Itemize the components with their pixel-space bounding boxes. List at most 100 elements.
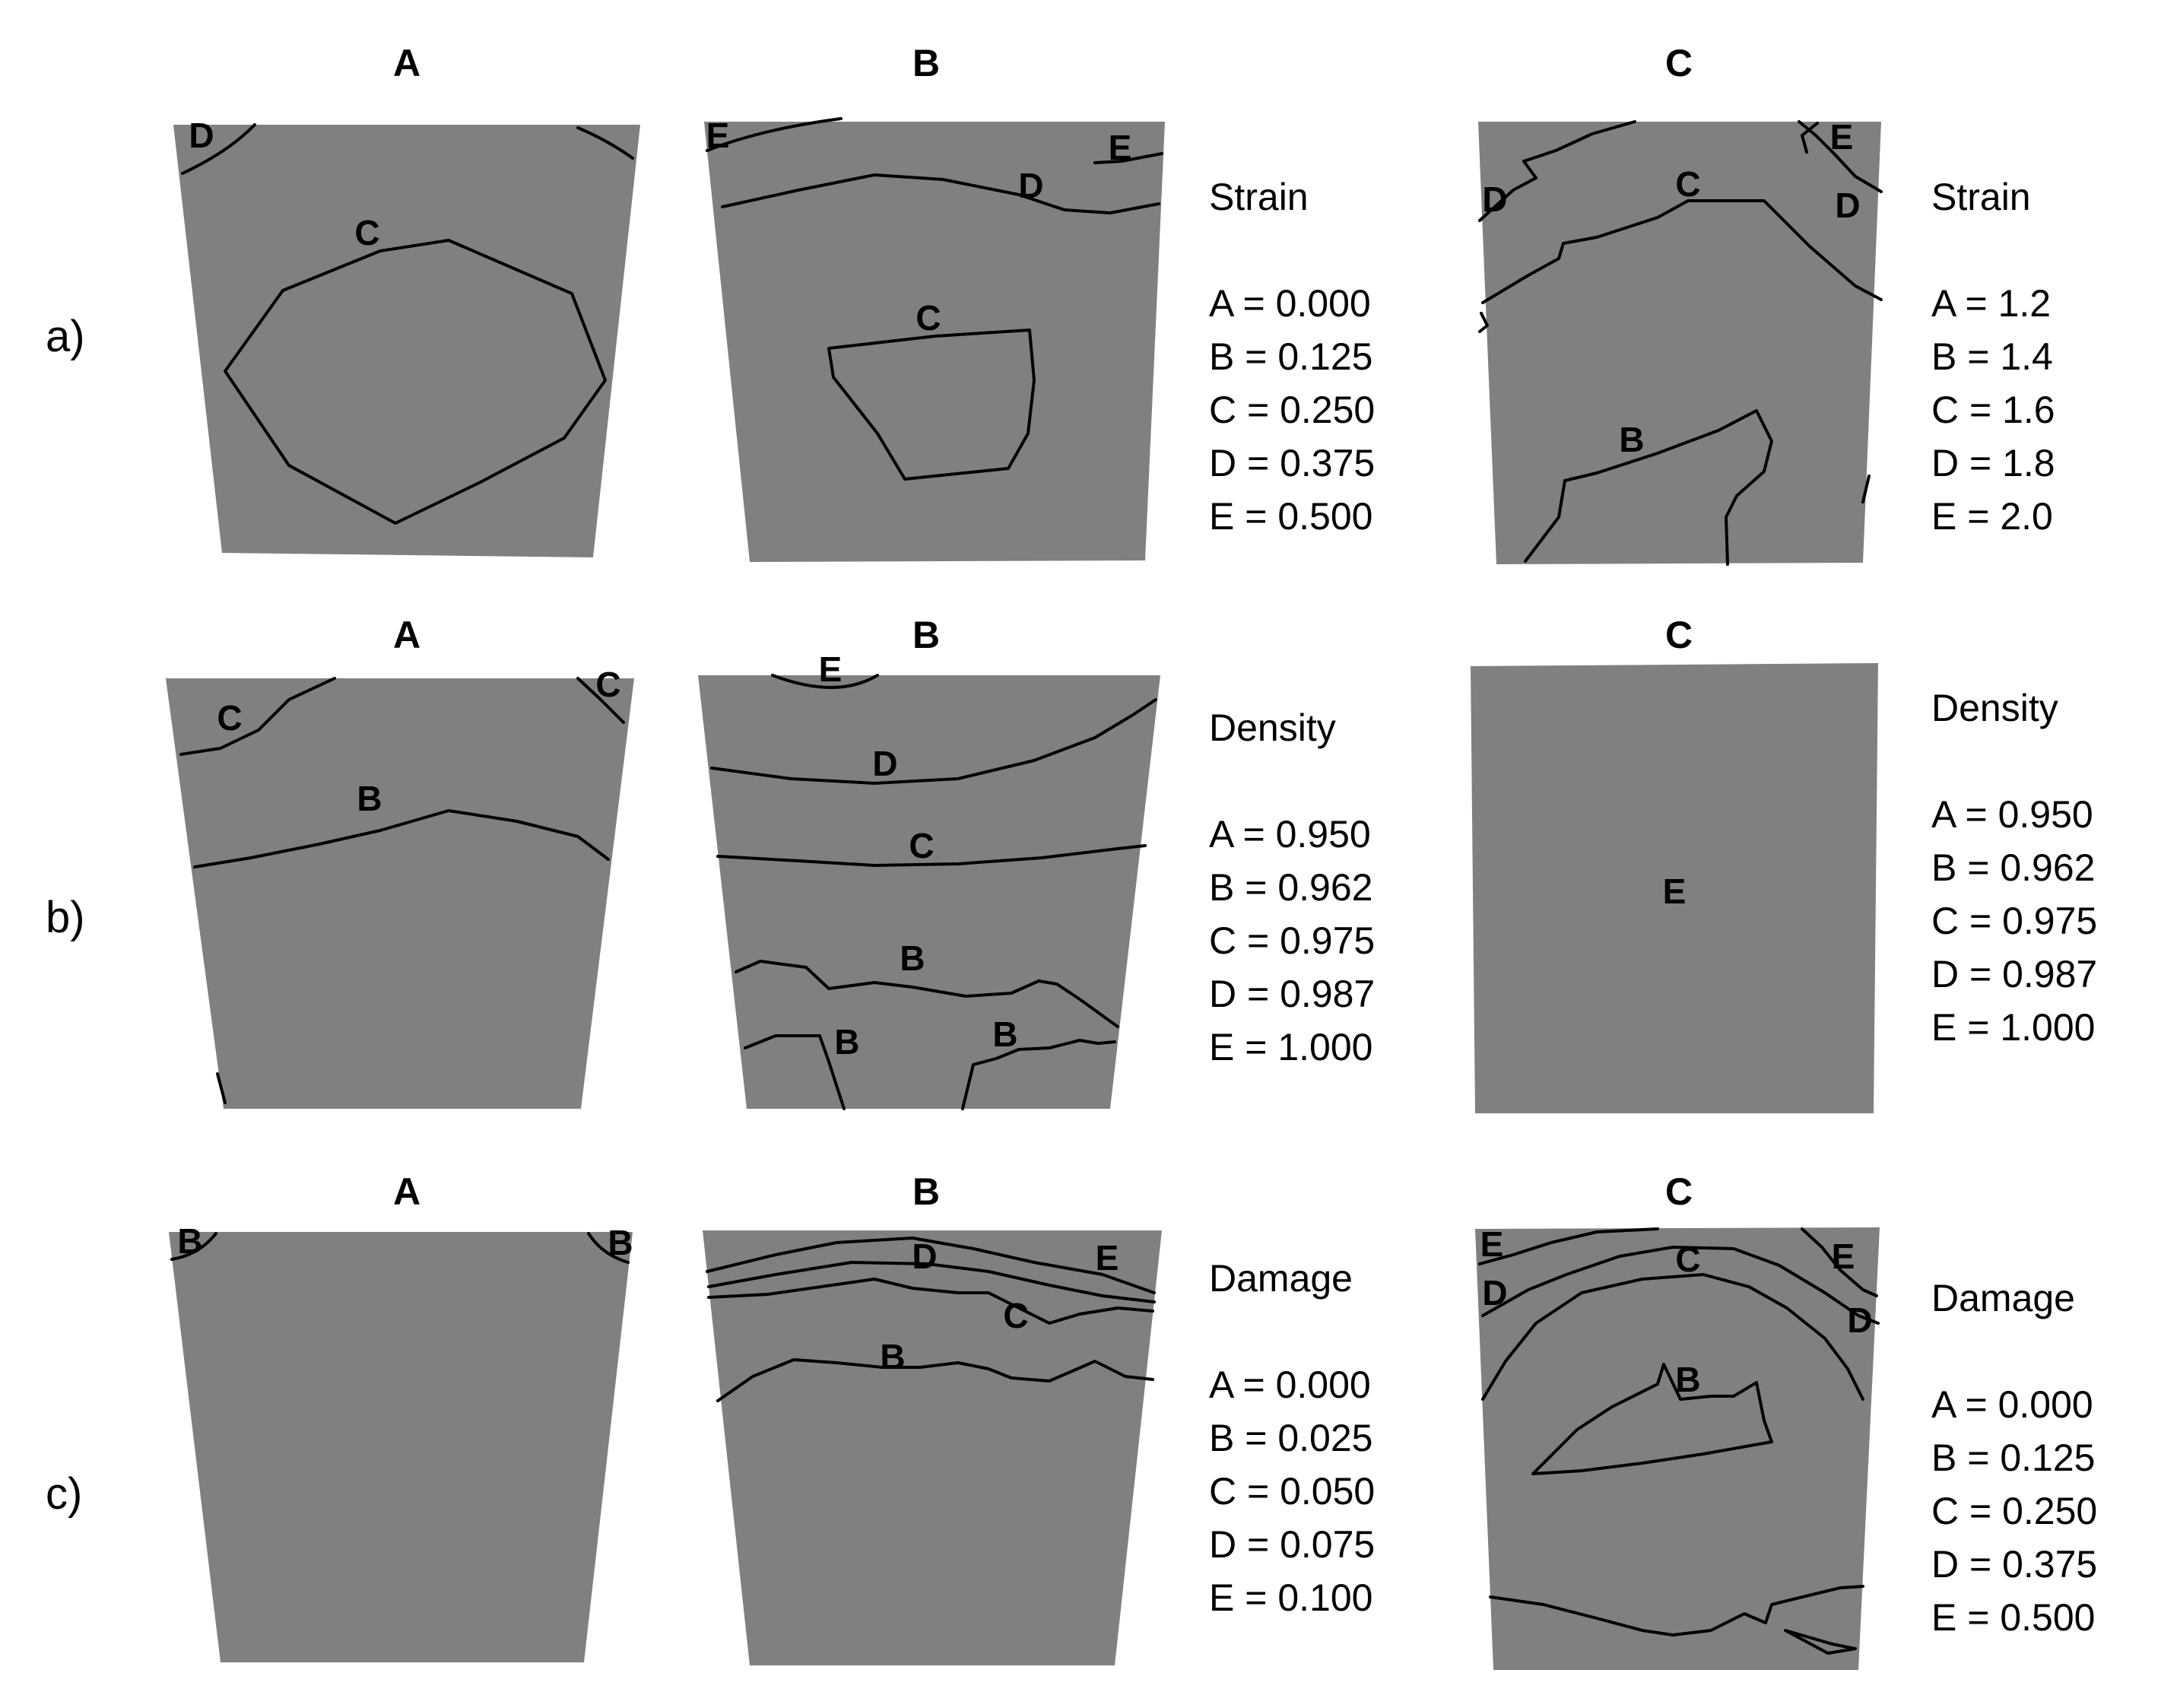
specimen-shape — [1475, 1227, 1880, 1670]
column-head-c3: C — [1665, 1170, 1693, 1213]
contour-label: B — [357, 779, 382, 818]
contour-label: C — [354, 213, 379, 252]
contour-line — [1801, 122, 1819, 154]
contour-line — [1531, 1363, 1773, 1475]
legend-entry: A = 0.000 — [1931, 1383, 2093, 1426]
contour-label: E — [819, 649, 843, 689]
legend-entry: A = 1.2 — [1931, 282, 2051, 325]
contour-line — [216, 1072, 227, 1104]
legend-entry: C = 0.050 — [1209, 1470, 1375, 1513]
contour-label: E — [1663, 871, 1687, 911]
contour-line — [181, 123, 256, 175]
panel-b-C: D E C B — [703, 1230, 1162, 1665]
panel-c-C: E D C E D B — [1475, 1224, 1880, 1670]
contour-line — [1861, 475, 1871, 503]
contour-label: C — [217, 698, 242, 738]
legend-title: Density — [1209, 706, 1336, 749]
contour-line — [587, 1232, 630, 1264]
legend-entry: B = 0.962 — [1931, 846, 2095, 889]
legend-strain-2: Strain A = 1.2 B = 1.4 C = 1.6 D = 1.8 E… — [1931, 176, 2055, 538]
legend-entry: E = 0.500 — [1209, 495, 1372, 538]
legend-entry: B = 0.125 — [1931, 1437, 2095, 1479]
legend-damage-1: Damage A = 0.000 B = 0.025 C = 0.050 D =… — [1209, 1257, 1375, 1619]
panel-a-A: D C — [173, 116, 640, 557]
specimen-shape — [703, 1230, 1162, 1665]
contour-line — [721, 173, 1160, 214]
contour-label: D — [1482, 1273, 1507, 1313]
legend-entry: B = 0.962 — [1209, 866, 1372, 909]
legend-entry: D = 1.8 — [1931, 442, 2055, 484]
legend-entry: E = 1.000 — [1931, 1006, 2095, 1049]
row-c: A B C c) B B D E C B Damage A = 0.000 — [46, 1170, 2097, 1670]
legend-entry: C = 0.975 — [1931, 900, 2097, 942]
legend-density-2: Density A = 0.950 B = 0.962 C = 0.975 D … — [1931, 687, 2097, 1049]
contour-line — [1478, 312, 1489, 333]
contour-line — [710, 698, 1157, 785]
contour-label: E — [1096, 1238, 1119, 1278]
legend-entry: D = 0.375 — [1209, 442, 1375, 484]
contour-label: D — [1847, 1300, 1872, 1340]
contour-line — [744, 1034, 846, 1110]
contour-line — [707, 1278, 1154, 1325]
contour-label: C — [1003, 1296, 1028, 1335]
contour-line — [1801, 1227, 1878, 1297]
contour-line — [707, 1261, 1156, 1303]
panel-a-C: B B — [169, 1221, 633, 1662]
contour-line — [1524, 409, 1773, 566]
legend-entry: B = 0.125 — [1209, 335, 1372, 378]
contour-line — [1478, 1227, 1659, 1265]
panel-b-A: E E D C — [704, 116, 1165, 562]
column-head-b1: B — [912, 42, 940, 84]
contour-line — [716, 1358, 1154, 1402]
panel-b-B: E D C B B B — [698, 649, 1160, 1110]
contour-label: E — [1830, 117, 1854, 157]
contour-line — [1093, 152, 1163, 164]
column-head-b2: B — [912, 614, 940, 656]
contour-label: E — [1832, 1237, 1855, 1276]
legend-entry: C = 0.250 — [1931, 1490, 2097, 1532]
specimen-shape — [698, 675, 1160, 1109]
contour-label: C — [1675, 164, 1700, 204]
row-label-c: c) — [46, 1469, 82, 1519]
legend-density-1: Density A = 0.950 B = 0.962 C = 0.975 D … — [1209, 706, 1375, 1068]
contour-label: D — [872, 744, 897, 783]
contour-label: E — [706, 116, 730, 155]
panel-a-B: C C B — [166, 665, 634, 1109]
column-head-a3: A — [393, 1170, 420, 1213]
contour-line — [1489, 1585, 1864, 1637]
specimen-shape — [169, 1232, 633, 1662]
legend-entry: C = 1.6 — [1931, 389, 2055, 431]
legend-entry: D = 0.987 — [1209, 973, 1375, 1015]
legend-title: Strain — [1209, 176, 1309, 218]
contour-line — [1481, 1273, 1864, 1401]
contour-label: D — [1835, 186, 1860, 225]
legend-entry: C = 0.975 — [1209, 919, 1375, 962]
legend-entry: A = 0.950 — [1209, 813, 1371, 856]
contour-line — [576, 126, 634, 160]
legend-entry: E = 0.500 — [1931, 1596, 2095, 1639]
contour-label: C — [915, 298, 941, 338]
legend-title: Damage — [1209, 1257, 1353, 1300]
contour-label: D — [189, 116, 214, 155]
row-a: A B C a) D C E E D C Strain A = 0 — [46, 42, 2055, 566]
contour-label: D — [1018, 166, 1043, 205]
contour-line — [179, 677, 336, 756]
specimen-shape — [704, 122, 1165, 562]
column-head-a2: A — [393, 614, 420, 656]
contour-label: D — [912, 1237, 937, 1276]
legend-entry: D = 0.987 — [1931, 953, 2097, 995]
legend-entry: A = 0.000 — [1209, 282, 1371, 325]
panel-c-B: E — [1471, 663, 1878, 1113]
row-label-b: b) — [46, 893, 85, 942]
legend-entry: E = 2.0 — [1931, 495, 2053, 538]
contour-line — [827, 329, 1036, 481]
legend-entry: D = 0.375 — [1931, 1543, 2097, 1586]
contour-line — [1481, 1246, 1880, 1325]
contour-line — [771, 674, 879, 689]
legend-entry: E = 1.000 — [1209, 1026, 1372, 1068]
contour-label: B — [1675, 1360, 1700, 1399]
contour-label: B — [1619, 420, 1644, 459]
specimen-shape — [1478, 122, 1881, 564]
specimen-shape — [166, 678, 634, 1109]
